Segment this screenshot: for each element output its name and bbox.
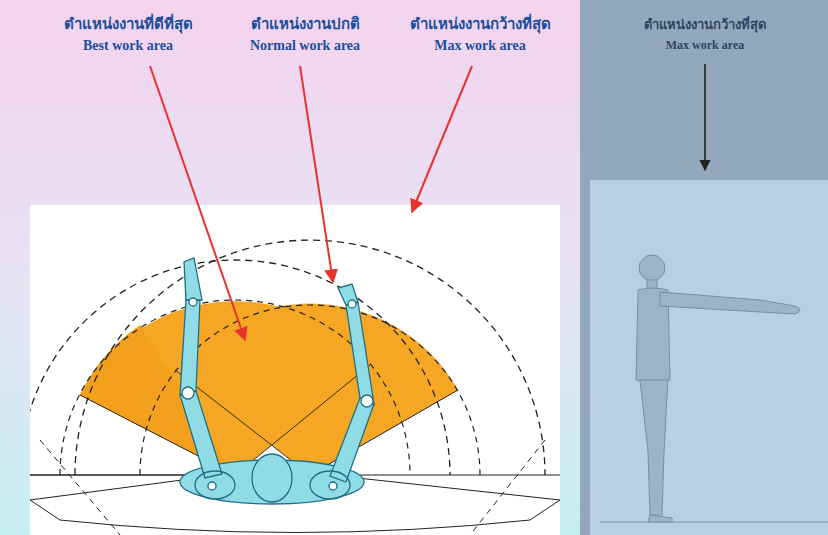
english-label: Max work area — [666, 38, 744, 53]
plan-view — [30, 240, 560, 535]
thai-label: ตำแหน่งงานปกติ — [251, 12, 360, 36]
side-view-box — [590, 180, 828, 535]
english-label: Max work area — [434, 38, 526, 54]
max-arc-right — [75, 240, 545, 475]
english-label: Normal work area — [250, 38, 360, 54]
thai-label: ตำแหน่งงานกว้างที่สุด — [410, 12, 551, 36]
thai-label: ตำแหน่งงานที่ดีที่สุด — [64, 12, 193, 36]
english-label: Best work area — [83, 38, 173, 54]
max-arc-left — [30, 260, 450, 475]
left-background — [0, 0, 580, 535]
down-arrow — [704, 64, 706, 170]
right-background — [580, 0, 828, 535]
floor-line — [600, 521, 828, 522]
plan-box — [30, 205, 560, 535]
human-figure-top — [180, 258, 374, 504]
leader-arrows — [150, 66, 472, 340]
thai-label: ตำแหน่งงานกว้างที่สุด — [644, 14, 766, 35]
human-figure-side — [636, 255, 800, 522]
